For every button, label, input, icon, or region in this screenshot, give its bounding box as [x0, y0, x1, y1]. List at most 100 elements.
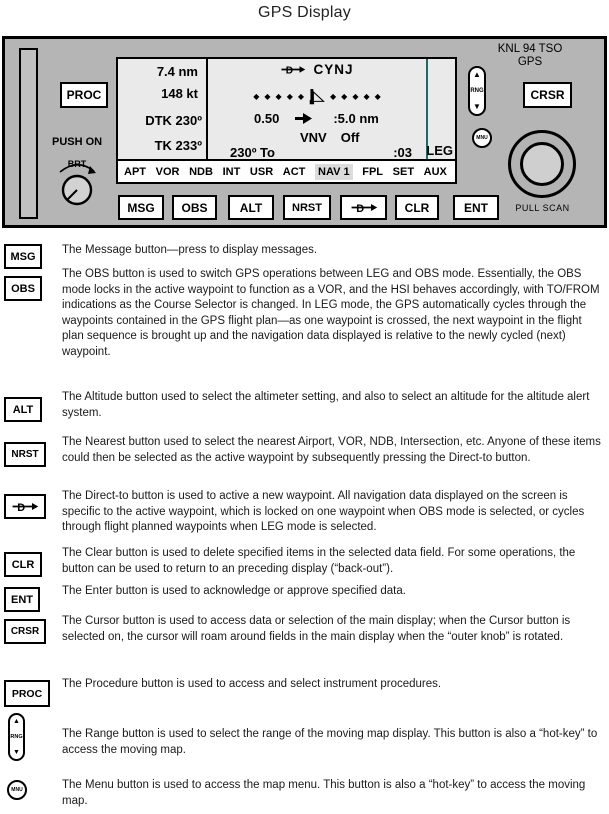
direct-to-icon: D — [281, 65, 306, 76]
legend-icon-nrst: NRST — [4, 442, 46, 467]
legend-text-alt: The Altitude button used to select the a… — [62, 391, 590, 419]
nav-mode-indicator: LEG — [426, 143, 453, 158]
model-line2: GPS — [517, 56, 543, 68]
range-up-icon[interactable]: ▲ — [473, 70, 481, 79]
screen-menu-item-aux: AUX — [423, 165, 447, 178]
vnv-label: VNV — [300, 130, 327, 145]
inner-knob[interactable] — [520, 142, 564, 186]
groundspeed-readout: 148 kt — [161, 86, 198, 101]
legend-text-proc: The Procedure button is used to access a… — [62, 678, 442, 690]
tk-readout: TK 233º — [154, 138, 202, 153]
range-down-icon[interactable]: ▼ — [473, 102, 481, 111]
cdi-dots-left: ◆◆◆◆◆ — [253, 93, 304, 101]
outer-knob[interactable] — [508, 130, 576, 198]
legend-icon-crsr: CRSR — [4, 619, 46, 644]
screen-menu-item-act: ACT — [282, 165, 306, 178]
proc-button[interactable]: PROC — [60, 82, 108, 108]
direct-to-button[interactable]: D — [340, 195, 387, 220]
legend-text-msg: The Message button—press to display mess… — [62, 244, 318, 256]
pull-scan-label: PULL SCAN — [515, 203, 570, 213]
cdi-dot: ◆ — [352, 92, 359, 101]
brightness-knob[interactable]: BRT — [53, 155, 101, 209]
model-label: KNL 94 TSO GPS — [465, 43, 595, 69]
ete-value: :03 — [393, 145, 412, 160]
bearing-to: 230º To — [230, 145, 275, 160]
screen-menu-item-fpl: FPL — [362, 165, 384, 178]
nrst-button[interactable]: NRST — [283, 195, 331, 220]
distance-readout: 7.4 nm — [156, 64, 198, 79]
legend-text-ent: The Enter button is used to acknowledge … — [62, 585, 406, 597]
obs-button[interactable]: OBS — [172, 195, 217, 220]
screen-menu-bar: APT VOR NDB INT USR ACT NAV 1 FPL SET AUX — [118, 159, 455, 182]
vnv-row: VNV Off — [208, 130, 426, 145]
waypoint-distance: :5.0 nm — [333, 111, 379, 126]
legend-text-crsr: The Cursor button is used to access data… — [62, 615, 571, 643]
legend-icon-obs: OBS — [4, 276, 42, 301]
legend-icon-proc: PROC — [4, 680, 50, 707]
svg-text:D: D — [356, 203, 364, 214]
screen-menu-item-apt: APT — [124, 165, 146, 178]
cdi-dot: ◆ — [275, 92, 282, 101]
legend-icon-ent: ENT — [4, 587, 40, 612]
model-line1: KNL 94 TSO — [497, 43, 563, 55]
cdi-dot: ◆ — [363, 92, 370, 101]
legend-text-rng: The Range button is used to select the r… — [62, 728, 598, 756]
cdi-aircraft-icon — [309, 89, 325, 105]
cdi-panel: D CYNJ ◆◆◆◆◆ ◆◆◆◆◆ 0.50 — [208, 59, 426, 160]
legend-text-obs: The OBS button is used to switch GPS ope… — [62, 268, 600, 358]
legend-text-clr: The Clear button is used to delete speci… — [62, 547, 576, 575]
ent-button[interactable]: ENT — [453, 195, 499, 220]
legend-icon-alt: ALT — [4, 397, 42, 422]
cdi-dot: ◆ — [286, 92, 293, 101]
screen-menu-item-int: INT — [222, 165, 241, 178]
screen-menu-item-set: SET — [392, 165, 415, 178]
mode-column: LEG — [426, 59, 455, 159]
screen-menu-item-ndb: NDB — [189, 165, 213, 178]
crsr-button[interactable]: CRSR — [523, 82, 572, 108]
nav-data-panel: 7.4 nm 148 kt DTK 230º TK 233º — [118, 59, 208, 159]
dtk-readout: DTK 230º — [145, 113, 202, 128]
active-waypoint-row: D CYNJ — [208, 62, 426, 77]
menu-button[interactable]: MNU — [472, 128, 492, 148]
legend-icon-rng: ▲ RNG ▼ — [8, 713, 25, 761]
screen-menu-item-vor: VOR — [155, 165, 180, 178]
svg-text:D: D — [17, 502, 25, 513]
range-label: RNG — [10, 734, 23, 740]
legend-text-nrst: The Nearest button used to select the ne… — [62, 436, 601, 464]
active-waypoint-id: CYNJ — [313, 62, 354, 77]
msg-button[interactable]: MSG — [118, 195, 164, 220]
cdi-dot: ◆ — [253, 92, 260, 101]
range-button[interactable]: ▲ RNG ▼ — [468, 66, 486, 116]
cdi-dots-right: ◆◆◆◆◆ — [330, 93, 381, 101]
direct-to-icon: D — [12, 502, 39, 513]
screen-divider — [426, 59, 428, 159]
gps-unit-bezel: PROC PUSH ON BRT 7.4 nm 148 kt DTK 230º … — [2, 36, 607, 228]
cdi-dot: ◆ — [341, 92, 348, 101]
range-down-icon: ▼ — [13, 749, 20, 756]
scale-distance-row: 0.50 :5.0 nm — [208, 111, 426, 126]
page-title: GPS Display — [258, 4, 351, 21]
data-card-slot — [19, 48, 38, 219]
push-on-label: PUSH ON — [52, 136, 103, 148]
flag-arrow-icon — [295, 113, 313, 124]
direct-to-icon: D — [351, 203, 377, 214]
screen-menu-item-usr: USR — [249, 165, 274, 178]
cdi-scale-value: 0.50 — [254, 111, 280, 126]
cdi-scale-row: ◆◆◆◆◆ ◆◆◆◆◆ — [208, 87, 426, 107]
alt-button[interactable]: ALT — [228, 195, 274, 220]
legend-icon-direct-to: D — [4, 494, 46, 519]
legend-icon-msg: MSG — [4, 244, 42, 269]
legend-icon-mnu: MNU — [7, 780, 27, 800]
range-up-icon: ▲ — [13, 718, 20, 725]
bearing-row: 230º To :03 — [208, 145, 426, 160]
gps-display-screen: 7.4 nm 148 kt DTK 230º TK 233º D CYNJ ◆ ◆… — [116, 57, 457, 184]
cdi-dot: ◆ — [330, 92, 337, 101]
vnv-value: Off — [340, 130, 360, 145]
legend-text-direct-to: The Direct-to button is used to active a… — [62, 490, 585, 533]
range-label: RNG — [470, 88, 484, 94]
cdi-dot: ◆ — [264, 92, 271, 101]
clr-button[interactable]: CLR — [395, 195, 439, 220]
screen-menu-item-nav-1: NAV 1 — [315, 163, 353, 180]
svg-text:D: D — [286, 65, 293, 76]
brt-label: BRT — [68, 159, 87, 169]
